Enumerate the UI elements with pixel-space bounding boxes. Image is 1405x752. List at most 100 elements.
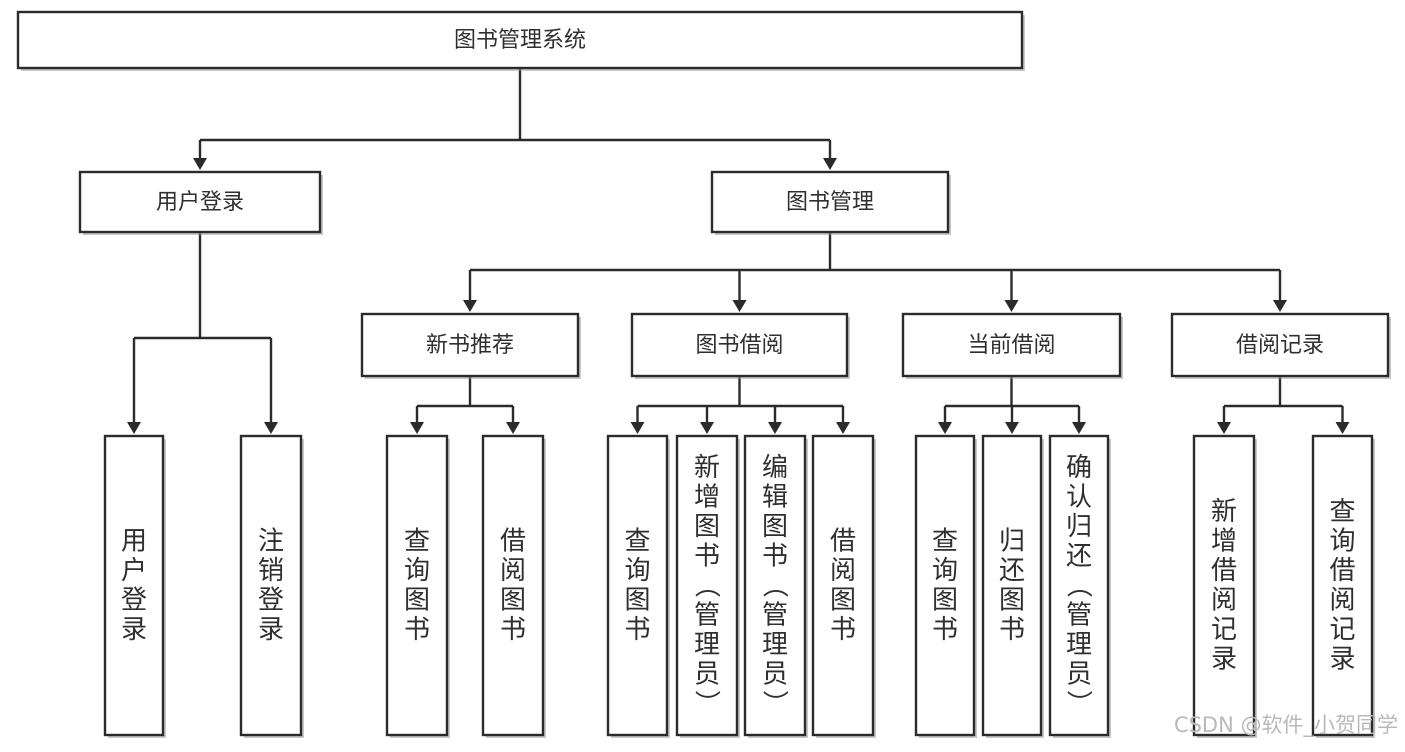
node-level2-1-图书管理[interactable]: 图书管理 [710,170,951,235]
svg-text:录: 录 [258,615,284,645]
svg-text:询: 询 [1329,527,1355,557]
node-rect[interactable] [811,434,875,737]
svg-text:管: 管 [762,600,788,630]
svg-text:（: （ [1063,572,1093,598]
svg-text:注: 注 [258,527,284,557]
svg-text:图: 图 [404,586,430,616]
svg-text:阅: 阅 [500,556,526,586]
svg-text:录: 录 [121,615,147,645]
node-label: 图书借阅 [695,333,783,358]
node-level3-2-当前借阅[interactable]: 当前借阅 [901,312,1123,379]
node-rect[interactable] [385,434,449,737]
node-rect[interactable] [710,170,950,234]
svg-text:阅: 阅 [1211,586,1237,616]
node-rect[interactable] [914,434,976,737]
svg-text:）: ） [1063,690,1093,716]
svg-text:记: 记 [1329,615,1355,645]
svg-text:用: 用 [121,527,147,557]
svg-text:）: ） [691,690,721,716]
node-rect[interactable] [606,434,669,737]
svg-text:图: 图 [624,586,650,616]
svg-text:认: 认 [1066,482,1092,512]
node-root-图书管理系统[interactable]: 图书管理系统 [16,10,1025,71]
svg-text:查: 查 [932,527,958,557]
svg-text:登: 登 [258,586,284,616]
svg-text:还: 还 [999,556,1025,586]
svg-text:销: 销 [258,556,284,586]
svg-text:询: 询 [624,556,650,586]
svg-text:图: 图 [932,586,958,616]
node-rect[interactable] [901,312,1122,378]
node-rect[interactable] [1311,434,1374,737]
node-label: 用户登录 [156,190,244,215]
svg-text:借: 借 [500,527,526,557]
node-rect[interactable] [481,434,545,737]
node-label: 图书管理 [786,190,874,215]
svg-text:图: 图 [762,512,788,542]
node-rect[interactable] [78,170,322,234]
svg-text:编: 编 [762,453,788,483]
svg-text:图: 图 [500,586,526,616]
svg-text:员: 员 [694,659,720,689]
svg-text:员: 员 [762,659,788,689]
node-rect[interactable] [1192,434,1256,737]
svg-text:书: 书 [830,615,856,645]
node-label: 新书推荐 [426,333,514,358]
node-rect[interactable] [743,434,807,737]
node-rect[interactable] [103,434,165,737]
node-rect[interactable] [1048,434,1110,737]
node-rect[interactable] [16,10,1024,70]
svg-text:管: 管 [694,600,720,630]
node-rect[interactable] [981,434,1043,737]
svg-text:查: 查 [624,527,650,557]
node-rect[interactable] [675,434,739,737]
svg-text:阅: 阅 [1329,586,1355,616]
node-rect[interactable] [630,312,849,378]
node-label: 当前借阅 [967,333,1055,358]
node-rect[interactable] [1170,312,1390,378]
svg-text:确: 确 [1066,453,1092,483]
node-rect[interactable] [360,312,580,378]
svg-text:增: 增 [694,482,720,512]
node-level3-3-借阅记录[interactable]: 借阅记录 [1170,312,1391,379]
node-layer: 图书管理系统用户登录用户登录注销登录图书管理新书推荐查询图书借阅图书图书借阅查询… [16,10,1391,738]
svg-text:）: ） [759,690,789,716]
node-rect[interactable] [239,434,303,737]
node-level3-0-新书推荐[interactable]: 新书推荐 [360,312,581,379]
node-label: 借阅记录 [1236,333,1324,358]
svg-text:图: 图 [694,512,720,542]
csdn-watermark: CSDN @软件_小贺同学 [1174,713,1398,738]
svg-text:询: 询 [404,556,430,586]
svg-text:（: （ [759,572,789,598]
svg-text:书: 书 [999,615,1025,645]
node-level3-1-图书借阅[interactable]: 图书借阅 [630,312,850,379]
svg-text:查: 查 [1329,497,1355,527]
node-level2-0-用户登录[interactable]: 用户登录 [78,170,323,235]
svg-text:辑: 辑 [762,482,788,512]
node-leaf-login-0-用户登录[interactable]: 用户登录 [103,434,166,738]
svg-text:询: 询 [932,556,958,586]
